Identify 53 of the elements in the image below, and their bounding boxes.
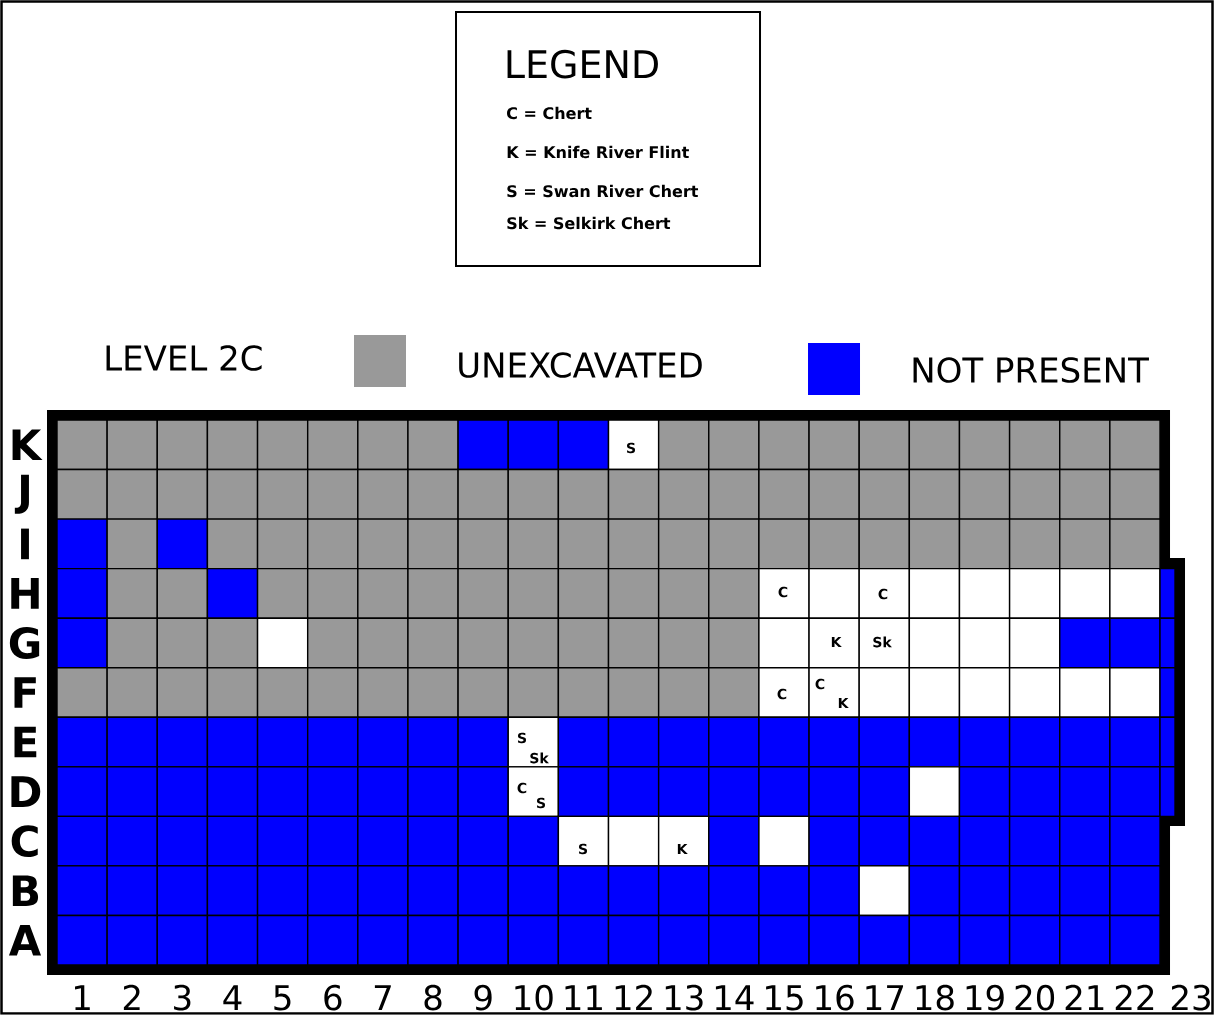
column-label: 13 [665, 984, 703, 1011]
level-title: LEVEL 2C [106, 345, 262, 371]
column-label: 11 [565, 985, 602, 1010]
column-label: 10 [515, 984, 553, 1011]
grid-cell: K [657, 815, 710, 867]
column-label: 3 [174, 984, 191, 1011]
column-label: 1 [75, 985, 90, 1010]
legend-label: UNEXCAVATED [459, 352, 702, 378]
column-label: 15 [766, 985, 803, 1011]
grid-cell: Sk [858, 617, 911, 669]
column-label: 2 [123, 984, 140, 1010]
column-label: 14 [715, 985, 754, 1010]
legend-title: LEGEND [507, 49, 658, 79]
legend-entry: C = Chert [507, 106, 592, 120]
column-label: 18 [916, 984, 954, 1011]
row-label: B [12, 875, 39, 906]
column-label: 9 [474, 984, 492, 1011]
row-label: I [21, 528, 29, 560]
grid-cell: C K [808, 667, 860, 718]
row-label: C [11, 825, 38, 857]
column-label: 22 [1115, 984, 1154, 1010]
grid-cell: C S [507, 766, 560, 818]
row-label: J [14, 474, 29, 514]
row-label: D [11, 776, 41, 807]
column-label: 6 [324, 984, 342, 1011]
grid-cell: S [607, 419, 660, 471]
grid-cell: C [858, 567, 911, 619]
column-label: 16 [816, 984, 854, 1011]
column-label: 12 [615, 984, 652, 1010]
grid-cell: S [557, 815, 610, 867]
column-label: 20 [1015, 984, 1055, 1011]
legend-entry: Sk = Selkirk Chert [507, 216, 671, 230]
legend-entry: K = Knife River Flint [507, 145, 689, 159]
grid-cell: C [758, 567, 810, 619]
column-label: 4 [223, 985, 242, 1010]
column-label: 23 [1171, 984, 1210, 1011]
column-label: 19 [966, 984, 1004, 1011]
column-label: 5 [274, 985, 291, 1011]
legend-label: NOT PRESENT [913, 357, 1149, 383]
grid-cell: S Sk [507, 716, 560, 768]
grid-cell: C [758, 667, 810, 718]
row-label: H [11, 578, 39, 609]
row-label: A [8, 924, 42, 956]
column-label: 21 [1065, 984, 1104, 1010]
row-label: F [14, 677, 36, 708]
legend-entry: S = Swan River Chert [507, 184, 699, 198]
column-label: 17 [866, 985, 904, 1010]
column-label: 7 [374, 985, 391, 1010]
row-label: K [12, 429, 43, 461]
row-label: E [14, 726, 37, 758]
grid-cell: K [808, 617, 860, 669]
row-label: G [9, 627, 40, 659]
column-label: 8 [424, 984, 442, 1011]
